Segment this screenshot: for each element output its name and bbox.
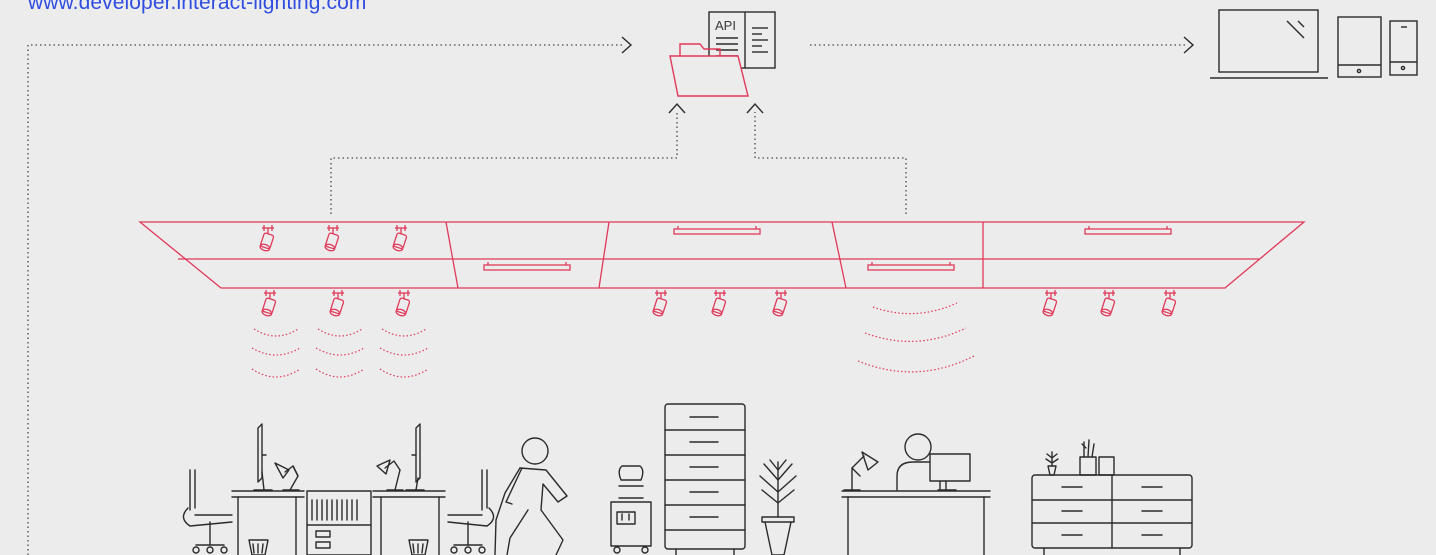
monitor-icon bbox=[405, 423, 425, 491]
spotlight-icon bbox=[260, 289, 277, 318]
desk-icon bbox=[841, 490, 991, 555]
potted-plant-icon bbox=[1045, 451, 1059, 476]
tablet-icon bbox=[1337, 16, 1382, 78]
spotlight-icon bbox=[391, 224, 408, 253]
spotlight-icon bbox=[1099, 289, 1116, 318]
vase-icon bbox=[1079, 439, 1115, 476]
desk-icon bbox=[372, 490, 446, 555]
trash-bin-icon bbox=[408, 539, 429, 555]
connector-ceiling-left bbox=[330, 112, 678, 214]
connector-ceiling-right bbox=[754, 112, 907, 214]
developer-portal-link[interactable]: www.developer.interact-lighting.com bbox=[28, 0, 367, 14]
spotlight-icon bbox=[771, 289, 788, 318]
sensor-wave-icon bbox=[857, 302, 975, 373]
linear-luminaire-icon bbox=[673, 226, 761, 235]
spotlight-icon bbox=[1041, 289, 1058, 318]
connector-lines bbox=[27, 44, 1186, 555]
dresser-icon bbox=[1031, 474, 1193, 555]
spotlight-icon bbox=[323, 224, 340, 253]
office-chair-icon bbox=[182, 469, 233, 554]
api-label: API bbox=[715, 18, 736, 33]
linear-luminaire-icon bbox=[483, 262, 571, 271]
connector-left-vertical bbox=[27, 44, 622, 555]
arrow-up-left bbox=[668, 102, 686, 114]
phone-icon bbox=[1389, 20, 1418, 76]
spotlight-icon bbox=[328, 289, 345, 318]
desk-lamp-icon bbox=[376, 459, 404, 491]
arrow-up-right bbox=[746, 102, 764, 114]
spotlight-icon bbox=[394, 289, 411, 318]
laptop-icon bbox=[1210, 9, 1328, 79]
desk-icon bbox=[231, 490, 305, 555]
monitor-icon bbox=[253, 423, 273, 491]
arrow-right-to-devices bbox=[1183, 36, 1195, 54]
bookshelf-icon bbox=[306, 490, 372, 555]
potted-plant-icon bbox=[759, 459, 797, 555]
monitor-icon bbox=[929, 453, 971, 491]
sensor-wave-icon bbox=[251, 328, 429, 378]
spotlight-icon bbox=[258, 224, 275, 253]
desk-lamp-icon bbox=[843, 451, 879, 491]
spotlight-icon bbox=[651, 289, 668, 318]
ceiling-structure bbox=[138, 221, 1306, 289]
arrow-right-to-api bbox=[621, 36, 633, 54]
desk-lamp-icon bbox=[274, 462, 300, 491]
linear-luminaire-icon bbox=[867, 262, 955, 271]
filing-cabinet-icon bbox=[664, 403, 746, 555]
folder-icon bbox=[669, 43, 749, 97]
water-cooler-icon bbox=[610, 465, 652, 554]
linear-luminaire-icon bbox=[1084, 226, 1172, 235]
office-chair-icon bbox=[447, 469, 495, 554]
spotlight-icon bbox=[1160, 289, 1177, 318]
walking-person-icon bbox=[494, 437, 568, 555]
spotlight-icon bbox=[710, 289, 727, 318]
trash-bin-icon bbox=[248, 539, 269, 555]
